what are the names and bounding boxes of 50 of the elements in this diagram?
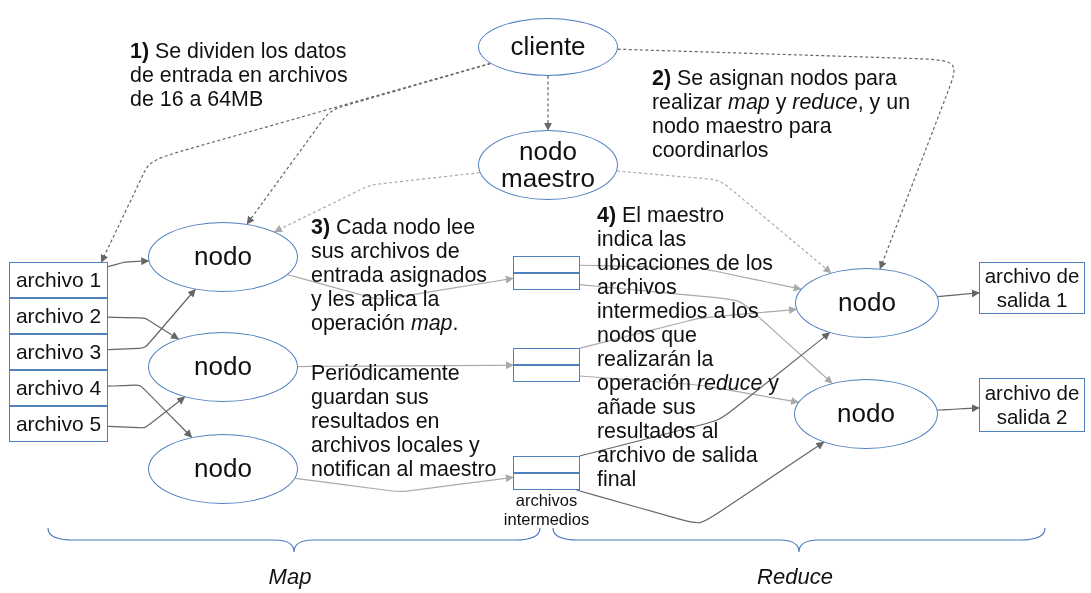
arrow [579,306,797,349]
file-row [9,334,108,370]
file-box [513,256,580,290]
node-label: archivo 1 [15,267,102,293]
arrow [575,441,825,524]
arrow [107,396,186,429]
node-ellipse [148,332,298,402]
node-label: archivo 3 [15,339,102,365]
arrow [579,264,802,292]
file-row [9,370,108,406]
node-label: nodo [837,400,895,428]
node-label: nodo [838,289,896,317]
node-label: archivo 4 [15,375,102,401]
arrow [616,170,832,274]
file-box [9,262,108,442]
node-label: archivo de salida 2 [983,381,1081,429]
node-label: nodo maestro [500,137,596,193]
arrow [617,48,955,270]
file-box [513,348,580,382]
section-title: Reduce [756,565,834,589]
arrow [297,361,514,370]
step-note: 3) Cada nodo lee sus archivos de entrada asignados y les aplica la operación map. [311,215,488,335]
arrow [579,284,833,384]
node-label: nodo [194,455,252,483]
node-label: archivo de salida 1 [983,264,1081,312]
arrow [107,288,196,351]
file-row [9,298,108,334]
section-title: Map [267,565,313,589]
node-label: archivo 5 [15,411,102,437]
node-label: archivo 2 [15,303,102,329]
node-label: archivos intermedios [502,491,591,529]
arrow [544,75,552,131]
node-label: nodo [194,353,252,381]
arrow [107,257,150,268]
arrow [274,172,481,233]
arrow [937,289,980,298]
arrow [579,332,831,457]
step-note: 1) Se dividen los datos de entrada en archivos de 16 a 64MB [130,39,349,111]
arrow [287,274,514,300]
arrow [936,404,980,413]
step-note: Periódicamente guardan sus resultados en archivos locales y notifican al maestro [311,361,498,481]
file-box [513,456,580,490]
step-note: 2) Se asignan nodos para realizar map y reduce, y un nodo maestro para coordinarlos [652,66,912,162]
node-label: cliente [510,33,586,61]
node-label: nodo [194,243,252,271]
arrow [107,316,179,340]
arrow [294,474,514,492]
arrow [579,375,800,405]
arrow [107,384,193,438]
arrow [100,62,491,263]
